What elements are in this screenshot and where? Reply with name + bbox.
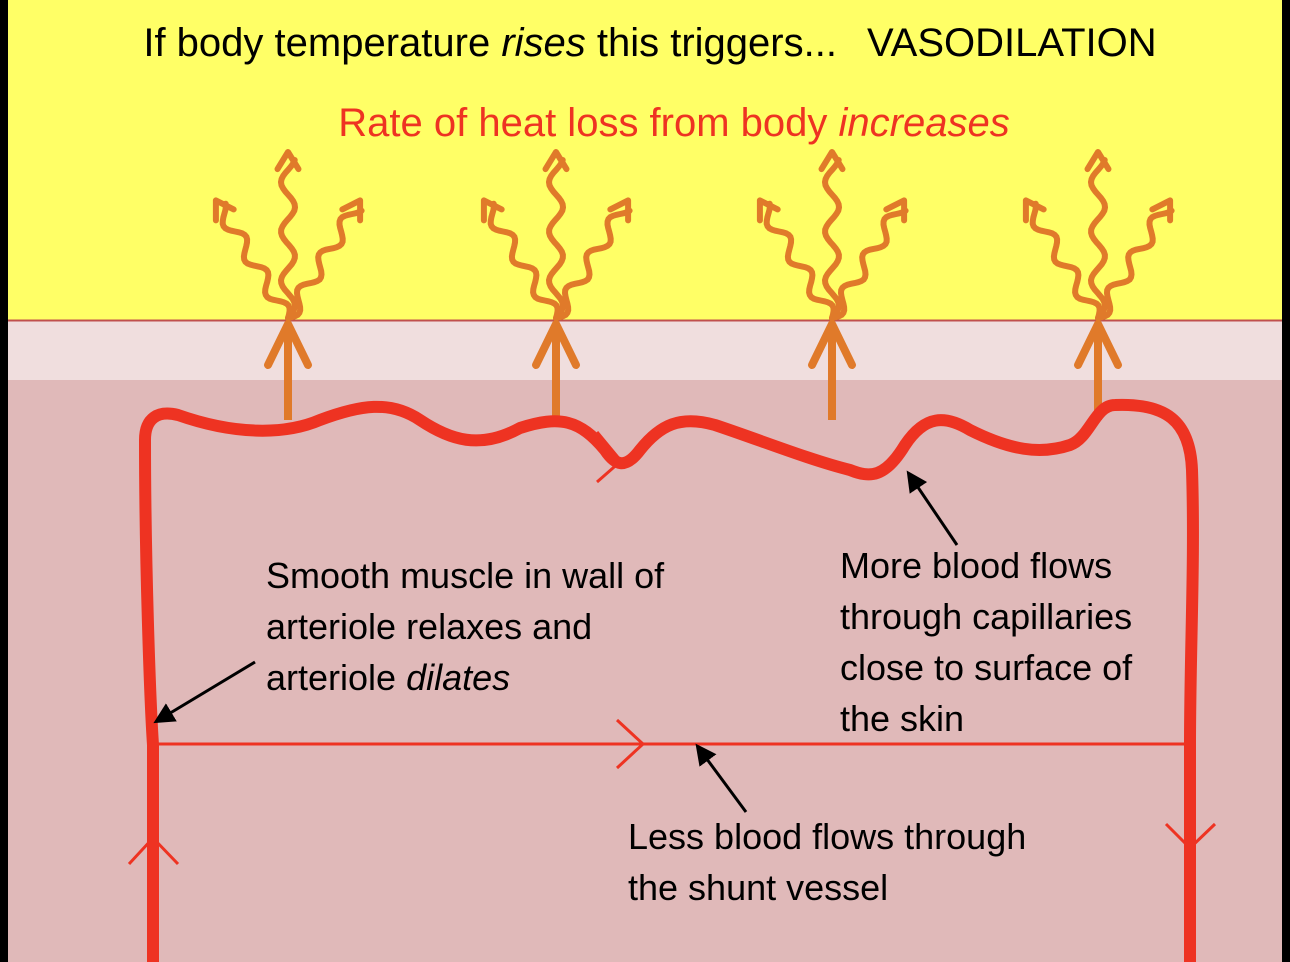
up-arrowhead-icon xyxy=(808,320,856,369)
slide-title: If body temperature rises this triggers.… xyxy=(143,21,1156,65)
heat-loss-subtitle: Rate of heat loss from body increases xyxy=(338,101,1009,145)
title-emphasis: rises xyxy=(501,21,585,65)
heat-emitters xyxy=(212,149,1175,420)
heat-emitter-icon xyxy=(1022,149,1175,420)
heat-wave-arrowhead-icon xyxy=(1022,197,1047,224)
capillary-line-1: More blood flows xyxy=(840,545,1112,586)
heat-emitter-icon xyxy=(480,149,633,420)
heat-wave-icon xyxy=(1087,157,1109,321)
heat-wave-icon xyxy=(219,200,293,321)
title-suffix: this triggers... xyxy=(586,21,837,65)
skin-surface-layer xyxy=(8,320,1282,380)
arteriole-inflow-arrowhead xyxy=(127,835,180,866)
arteriole-annotation: Smooth muscle in wall of arteriole relax… xyxy=(266,555,674,698)
title-prefix: If body temperature xyxy=(143,21,501,65)
arteriole-vessel xyxy=(139,398,1199,962)
heat-wave-icon xyxy=(829,207,909,321)
arteriole-line-2: arteriole relaxes and xyxy=(266,606,592,647)
heat-wave-icon xyxy=(821,157,843,321)
heat-wave-icon xyxy=(285,207,365,321)
blood-vessels xyxy=(127,398,1217,962)
up-arrowhead-icon xyxy=(1074,320,1122,369)
arteriole-line-3: arteriole dilates xyxy=(266,657,510,698)
arteriole-line-1: Smooth muscle in wall of xyxy=(266,555,665,596)
heat-wave-arrowhead-icon xyxy=(756,197,781,224)
arteriole-line-3-emphasis: dilates xyxy=(406,657,510,698)
subtitle-emphasis: increases xyxy=(839,101,1010,145)
capillary-line-3: close to surface of xyxy=(840,647,1133,688)
heat-wave-arrowhead-icon xyxy=(480,197,505,224)
heat-wave-arrowhead-icon xyxy=(883,197,908,224)
capillary-line-2: through capillaries xyxy=(840,596,1132,637)
tissue-region xyxy=(8,380,1282,962)
up-arrowhead-icon xyxy=(532,320,580,369)
heat-wave-icon xyxy=(1029,200,1103,321)
title-term: VASODILATION xyxy=(867,21,1157,65)
shunt-line-1: Less blood flows through xyxy=(628,816,1026,857)
capillary-annotation: More blood flows through capillaries clo… xyxy=(840,545,1142,739)
heat-emitter-icon xyxy=(756,149,909,420)
heat-wave-arrowhead-icon xyxy=(274,149,302,173)
shunt-pointer-arrow xyxy=(695,743,748,813)
heat-wave-arrowhead-icon xyxy=(339,197,364,224)
heat-wave-arrowhead-icon xyxy=(1149,197,1174,224)
capillary-line-4: the skin xyxy=(840,698,964,739)
heat-wave-arrowhead-icon xyxy=(1084,149,1112,173)
heat-wave-icon xyxy=(763,200,837,321)
heat-wave-icon xyxy=(553,207,633,321)
venule-outflow-arrowhead xyxy=(1164,822,1217,851)
shunt-line-2: the shunt vessel xyxy=(628,867,888,908)
shunt-flow-arrowhead xyxy=(615,718,646,770)
capillary-flow-arrowhead xyxy=(595,431,624,484)
heat-wave-icon xyxy=(545,157,567,321)
arteriole-pointer-arrow xyxy=(153,660,256,724)
heat-wave-arrowhead-icon xyxy=(212,197,237,224)
up-arrowhead-icon xyxy=(264,320,312,369)
heat-wave-icon xyxy=(1095,207,1175,321)
heat-wave-icon xyxy=(277,157,299,321)
arteriole-line-3-prefix: arteriole xyxy=(266,657,406,698)
subtitle-prefix: Rate of heat loss from body xyxy=(338,101,838,145)
heat-wave-arrowhead-icon xyxy=(607,197,632,224)
heat-wave-icon xyxy=(487,200,561,321)
heat-wave-arrowhead-icon xyxy=(818,149,846,173)
heat-wave-arrowhead-icon xyxy=(542,149,570,173)
heat-emitter-icon xyxy=(212,149,365,420)
shunt-annotation: Less blood flows through the shunt vesse… xyxy=(628,816,1036,908)
capillary-pointer-arrow xyxy=(906,470,959,546)
